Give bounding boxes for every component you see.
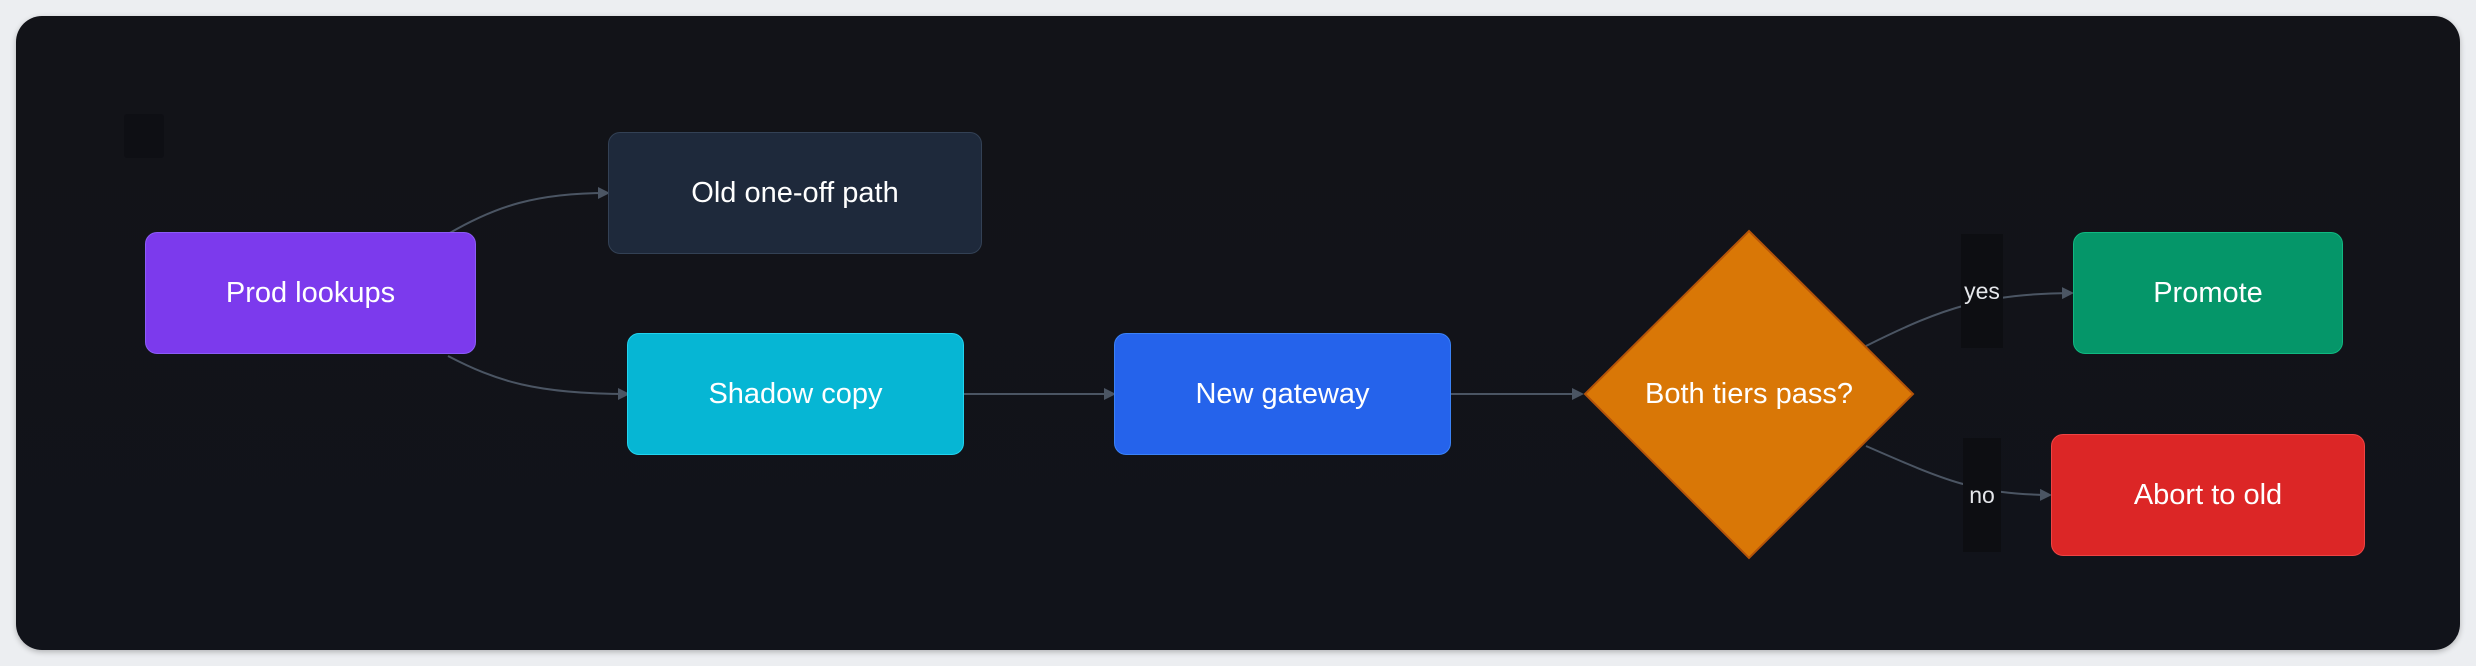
node-prod-lookups: Prod lookups — [145, 232, 476, 354]
edge-prod-to-old — [447, 187, 610, 235]
corner-mark — [124, 114, 164, 158]
node-new-gateway-label: New gateway — [1195, 377, 1370, 410]
edges-layer — [447, 187, 2074, 560]
edge-label-no-text: no — [1969, 481, 1995, 508]
edge-label-yes: yes — [1961, 234, 2003, 348]
node-shadow-copy-label: Shadow copy — [708, 377, 883, 410]
node-old-path-label: Old one-off path — [691, 176, 899, 209]
node-promote-label: Promote — [2153, 276, 2263, 309]
node-prod-lookups-label: Prod lookups — [225, 276, 396, 309]
node-shadow-copy: Shadow copy — [627, 333, 964, 455]
edge-decision-to-abort — [1865, 445, 2052, 501]
node-old-path: Old one-off path — [608, 132, 982, 254]
edge-label-no: no — [1963, 438, 2001, 552]
diagram-canvas: Prod lookups Old one-off path Shadow cop… — [16, 16, 2460, 650]
node-decision-label: Both tiers pass? — [1645, 377, 1853, 410]
edge-label-yes-text: yes — [1964, 277, 2000, 304]
node-decision: Both tiers pass? — [1606, 364, 1892, 424]
node-promote: Promote — [2073, 232, 2343, 354]
decision-diamond — [1583, 229, 1915, 560]
edge-prod-to-shadow — [447, 355, 630, 400]
node-abort-label: Abort to old — [2133, 478, 2283, 511]
node-new-gateway: New gateway — [1114, 333, 1451, 455]
node-abort: Abort to old — [2051, 434, 2365, 556]
